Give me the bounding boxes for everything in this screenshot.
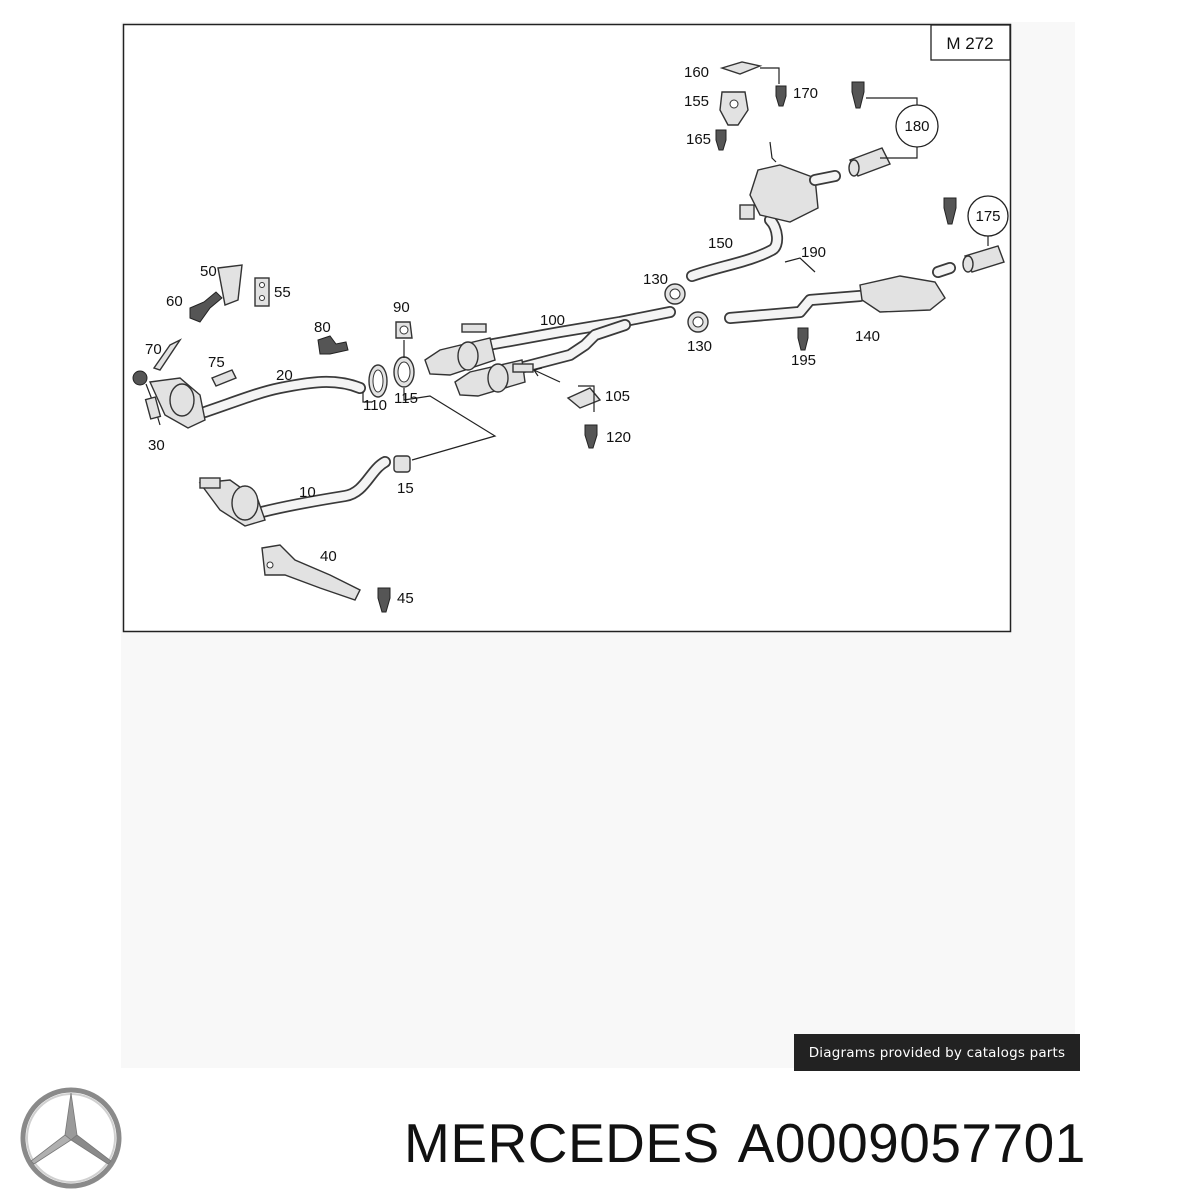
callout-140: 140 [855,328,880,345]
callout-10: 10 [299,484,316,501]
callout-180: 180 [904,118,929,135]
brand-name: MERCEDES [404,1112,720,1174]
callout-175: 175 [975,208,1000,225]
callout-30: 30 [148,437,165,454]
tailpipe-180 [848,81,939,177]
callout-20: 20 [276,367,293,384]
rear-silencer-lower [724,257,956,351]
callout-150: 150 [708,235,733,252]
clamps-130 [664,283,709,333]
leader-lines [362,340,497,461]
bracket-40 [261,544,391,613]
rear-silencer-upper [686,141,841,282]
model-code: M 272 [946,34,993,53]
sensors-70-75 [152,338,237,387]
callout-170: 170 [793,85,818,102]
callout-100: 100 [540,312,565,329]
callout-115: 115 [394,390,418,407]
callout-80: 80 [314,319,331,336]
fasteners-80-115 [317,321,415,398]
callout-130-upper: 130 [643,271,668,288]
callout-labels: 50 60 55 70 75 30 20 80 90 110 115 100 1… [145,64,1001,607]
callout-50: 50 [200,263,217,280]
hanger-155 [715,61,787,151]
callout-110: 110 [363,397,387,414]
callout-165: 165 [686,131,711,148]
callout-120: 120 [606,429,631,446]
center-pipe-100 [424,306,676,397]
callout-60: 60 [166,293,183,310]
callout-75: 75 [208,354,225,371]
callout-45: 45 [397,590,414,607]
front-pipe-10 [198,455,411,527]
callout-160: 160 [684,64,709,81]
callout-155: 155 [684,93,709,110]
model-code-box [930,24,1011,61]
part-number: A0009057701 [737,1112,1086,1174]
credit-banner: Diagrams provided by catalogs parts [794,1034,1080,1071]
callout-70: 70 [145,341,162,358]
callout-190: 190 [801,244,826,261]
callout-195: 195 [791,352,816,369]
callout-40: 40 [320,548,337,565]
mercedes-star-icon [20,1087,122,1189]
callout-15: 15 [397,480,414,497]
front-pipe-20 [132,370,366,429]
tailpipe-175 [943,195,1009,273]
part-title: MERCEDES A0009057701 [404,1108,1194,1178]
bracket-105 [566,385,602,449]
callout-55: 55 [274,284,291,301]
callout-130-lower: 130 [687,338,712,355]
bracket-50 [189,264,270,323]
callout-105: 105 [605,388,630,405]
callout-90: 90 [393,299,410,316]
